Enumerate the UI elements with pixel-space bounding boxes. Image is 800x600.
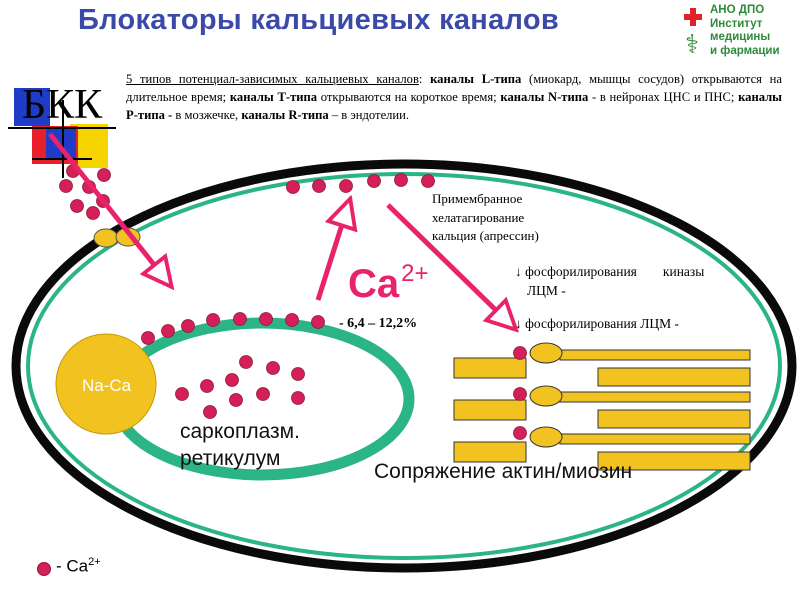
channel-types-lead: 5 типов потенциал-зависимых кальциевых к… xyxy=(126,72,419,86)
myosin-head xyxy=(529,385,563,407)
calcium-ion-dot xyxy=(86,206,100,220)
calcium-ion-dot xyxy=(181,319,195,333)
colon: : xyxy=(418,72,431,86)
lcm-phosphorylation-label: ↓ фосфорилирования ЛЦМ - xyxy=(515,316,680,331)
legend-charge: 2+ xyxy=(88,556,101,568)
calcium-ion-dot xyxy=(200,379,214,393)
calcium-ion-dot xyxy=(256,387,270,401)
actin-filament xyxy=(597,451,751,471)
calcium-channel-left xyxy=(93,228,119,248)
calcium-ion-dot xyxy=(59,179,73,193)
calcium-ion-dot xyxy=(225,373,239,387)
calcium-ion-dot xyxy=(513,346,527,360)
calcium-ion-dot xyxy=(239,355,253,369)
logo-line-1: АНО ДПО xyxy=(710,4,765,16)
calcium-ion-dot xyxy=(259,312,273,326)
myosin-head xyxy=(529,342,563,364)
apressin-line-3: кальция (апрессин) xyxy=(432,228,539,243)
kinase-phos-text: ↓ фосфорилирования xyxy=(515,264,637,279)
calcium-ion-dot xyxy=(421,174,435,188)
kinase-word: киназы xyxy=(662,264,705,279)
institute-logo: ⚕ АНО ДПО Институт медицины и фармации xyxy=(682,4,798,66)
apressin-label: Примембранное хелатагирование кальция (а… xyxy=(432,190,539,246)
legend-text: - Ca xyxy=(56,556,89,576)
calcium-ion-dot xyxy=(161,324,175,338)
r-type-label: каналы R-типа xyxy=(241,108,329,122)
kinase-phosphorylation-label: ↓ фосфорилирования киназы ЛЦМ - xyxy=(515,262,765,300)
red-cross-icon xyxy=(684,8,702,26)
actin-filament xyxy=(453,399,527,421)
calcium-ion-dot xyxy=(175,387,189,401)
p-type-desc: в мозжечке, xyxy=(172,108,242,122)
t-type-desc: открываются на короткое время; xyxy=(317,90,501,104)
channel-types-text: 5 типов потенциал-зависимых кальциевых к… xyxy=(126,70,782,124)
apressin-line-1: Примембранное xyxy=(432,191,523,206)
bkk-label: БКК xyxy=(22,82,103,128)
calcium-ion-dot xyxy=(97,168,111,182)
l-type-desc: (миокард, мышцы сосудов) открываются на … xyxy=(126,72,782,104)
myosin-filament xyxy=(559,391,751,403)
t-type-label: каналы Т-типа xyxy=(229,90,318,104)
logo-text: АНО ДПО Институт медицины и фармации xyxy=(710,4,780,58)
percent-range-label: - 6,4 – 12,2% xyxy=(339,316,418,331)
n-type-desc: - в нейронах ЦНС и ПНС; xyxy=(588,90,739,104)
apressin-line-2: хелатагирование xyxy=(432,209,525,225)
legend-ca-label: - Ca2+ xyxy=(56,556,101,577)
calcium-ion-dot xyxy=(206,313,220,327)
calcium-ion-dot xyxy=(394,173,408,187)
myosin-head xyxy=(529,426,563,448)
calcium-ion-dot xyxy=(141,331,155,345)
calcium-ion-dot xyxy=(203,405,217,419)
calcium-ion-dot xyxy=(367,174,381,188)
na-ca-label: Na-Ca xyxy=(82,376,132,395)
calcium-ion-label: Ca2+ xyxy=(348,260,429,306)
calcium-ion-dot xyxy=(233,312,247,326)
sr-line-1: саркоплазм. xyxy=(180,420,300,443)
n-type-label: каналы N-типа xyxy=(500,90,589,104)
page-title: Блокаторы кальциевых каналов xyxy=(78,4,560,36)
sarcoplasmic-reticulum-label: саркоплазм. ретикулум xyxy=(180,418,300,472)
logo-line-4: и фармации xyxy=(710,44,780,57)
arrow-ca-influx xyxy=(48,132,163,276)
calcium-ion-dot xyxy=(513,426,527,440)
r-type-desc: – в эндотелии. xyxy=(328,108,410,122)
logo-line-3: медицины xyxy=(710,31,771,43)
actin-filament xyxy=(453,357,527,379)
actin-myosin-label: Сопряжение актин/миозин xyxy=(374,460,633,483)
myofilaments xyxy=(453,342,751,471)
p-type-label: каналы Р-типа - xyxy=(126,90,783,122)
na-ca-exchanger xyxy=(55,333,157,435)
calcium-ions xyxy=(59,164,527,440)
actin-filament xyxy=(453,441,527,463)
actin-filament xyxy=(597,367,751,387)
calcium-ion-dot xyxy=(229,393,243,407)
calcium-ion-dot xyxy=(311,315,325,329)
arrow-sr-release xyxy=(315,212,346,301)
legend-ca-dot xyxy=(37,562,51,576)
myosin-filament xyxy=(559,433,751,445)
calcium-ion-dot xyxy=(312,179,326,193)
l-type-label: каналы L-типа xyxy=(430,72,522,86)
decor-block-blue xyxy=(14,88,50,126)
calcium-ion-dot xyxy=(70,199,84,213)
myosin-filament xyxy=(559,349,751,361)
ca-charge: 2+ xyxy=(401,260,429,287)
arrow-to-myofilaments xyxy=(386,203,506,320)
calcium-ion-dot xyxy=(291,367,305,381)
calcium-ion-dot xyxy=(339,179,353,193)
calcium-ion-dot xyxy=(266,361,280,375)
calcium-ion-dot xyxy=(291,391,305,405)
ca-symbol: Ca xyxy=(348,262,400,306)
actin-filament xyxy=(597,409,751,429)
bowl-of-hygieia-icon: ⚕ xyxy=(685,30,700,59)
calcium-ion-dot xyxy=(286,180,300,194)
decor-line-v xyxy=(62,100,64,178)
sr-line-2: ретикулум xyxy=(180,447,281,470)
kinase-phos-line-2: ЛЦМ - xyxy=(527,283,566,298)
calcium-ion-dot xyxy=(513,387,527,401)
calcium-ion-dot xyxy=(285,313,299,327)
logo-line-2: Институт xyxy=(710,17,763,30)
